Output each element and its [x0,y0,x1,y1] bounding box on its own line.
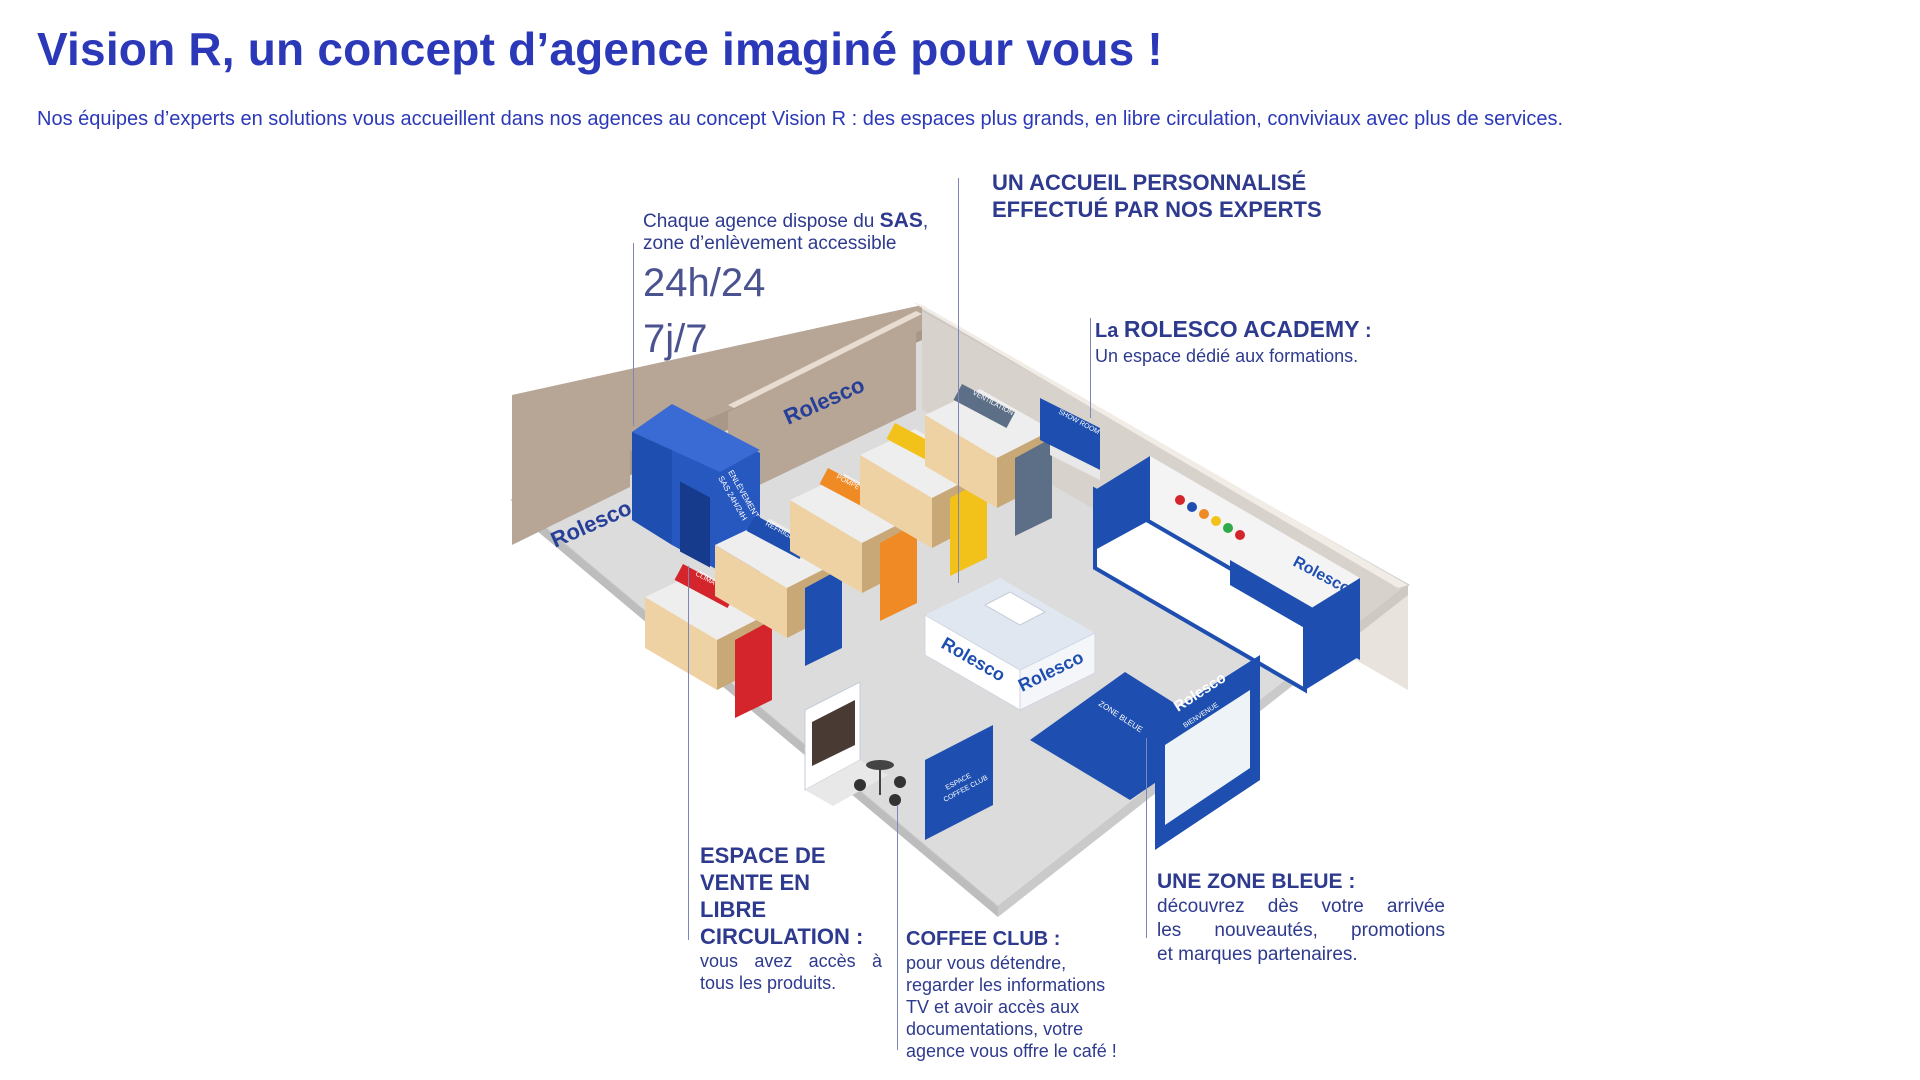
agency-floor-edge-left [512,500,998,917]
vente-colon: : [849,924,864,949]
callout-sas: Chaque agence dispose du SAS, zone d’enl… [643,210,943,367]
coffee-body4: documentations, votre [906,1019,1084,1039]
callout-coffee: COFFEE CLUB : pour vous détendre, regard… [906,926,1146,1062]
zone-body2: les nouveautés, promotions [1157,920,1445,941]
callout-zone-bleue: UNE ZONE BLEUE : découvrez dès votre arr… [1157,868,1445,967]
sas-text-post: , [922,211,929,232]
callout-line-sas [633,243,634,426]
coffee-body3: TV et avoir accès aux [906,997,1080,1017]
rolesco-academy-room: Rolesco [1093,456,1360,694]
reception-desk: Rolesco Rolesco [924,578,1096,711]
callout-line-vente [688,566,689,940]
academy-body: Un espace dédié aux formations. [1095,346,1359,366]
page-title: Vision R, un concept d’agence imaginé po… [37,23,1163,75]
academy-title: ROLESCO ACADEMY [1123,316,1360,342]
coffee-body2: regarder les informations [906,975,1106,995]
vente-line2: VENTE EN LIBRE [700,870,811,922]
sas-hours: 24h/24 [643,261,766,305]
coffee-club-area: ESPACE COFFEE CLUB [804,681,993,840]
zone-title: UNE ZONE BLEUE : [1157,870,1356,893]
showroom-entrance: SHOW ROOM [1040,398,1101,480]
vente-body2: tous les produits. [700,973,837,993]
sas-door [680,481,710,568]
coffee-title: COFFEE CLUB : [906,928,1061,950]
callout-accueil: UN ACCUEIL PERSONNALISÉ EFFECTUÉ PAR NOS… [992,169,1352,223]
accueil-line1: UN ACCUEIL PERSONNALISÉ [992,170,1307,195]
callout-line-zone [1146,738,1147,938]
academy-suffix: : [1359,320,1372,342]
zone-body3: et marques partenaires. [1157,944,1358,965]
academy-prefix: La [1095,320,1124,342]
callout-line-accueil [958,178,959,583]
callout-vente: ESPACE DE VENTE EN LIBRE CIRCULATION : v… [700,842,882,994]
coffee-body5: agence vous offre le café ! [906,1041,1117,1061]
back-wall-right-cap [912,302,1408,588]
vente-line1: ESPACE DE [700,843,826,868]
sas-days: 7j/7 [643,317,708,361]
vente-line3: CIRCULATION [700,924,850,949]
callout-line-academy [1090,318,1091,418]
page-subtitle: Nos équipes d’experts en solutions vous … [37,108,1564,130]
shelving-row-pompe-chaleur: POMPE À CHALEUR [790,467,917,621]
wall-left-panel [728,318,916,500]
wall-top-trim [728,311,922,408]
sas-text-pre: Chaque agence dispose du [643,211,880,232]
callout-line-coffee [897,805,898,1050]
wall-left-upper [512,425,630,545]
vente-body1: vous avez accès à [700,951,882,971]
sas-cabin-top [632,404,760,472]
callout-academy: La ROLESCO ACADEMY : Un espace dédié aux… [1095,315,1455,367]
accueil-line2: EFFECTUÉ PAR NOS EXPERTS [992,197,1322,222]
coffee-body1: pour vous détendre, [906,953,1067,973]
sas-text-strong: SAS [879,209,923,232]
zone-body1: découvrez dès votre arrivée [1157,896,1445,917]
sas-text-line2: zone d’enlèvement accessible [643,233,897,254]
shelving-row-ventilation: VENTILATION [925,384,1052,536]
